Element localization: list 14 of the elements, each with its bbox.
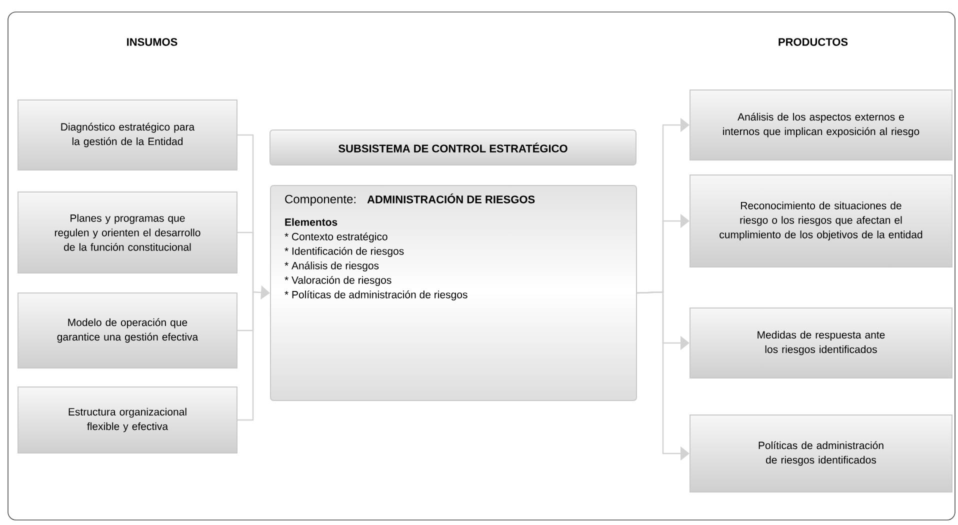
- process-box: Análisis de los aspectos externos e internos que implican exposición al riesgo: [690, 90, 953, 160]
- process-box: Políticas de administración de riesgos identificados: [690, 414, 953, 492]
- process-box: Modelo de operación que garantice una gestión efectiva: [18, 292, 238, 368]
- connector-line: [238, 232, 254, 292]
- process-box: Estructura organizacional flexible y efectiva: [18, 386, 238, 454]
- process-box: Planes y programas que regulen y orienten el desarrollo de la función constitucional: [18, 192, 238, 274]
- process-box: Diagnóstico estratégico para la gestión de la Entidad: [18, 100, 238, 170]
- connector-line: [238, 292, 254, 421]
- process-box: Reconocimiento de situaciones de riesgo o los riesgos que afectan el cumplimiento de los objetivos de la entidad: [690, 174, 953, 268]
- component-box: Componente: ADMINISTRACIÓN DE RIESGOS Elementos * Contexto estratégico * Identificación de riesgos * Análisis de riesgos * Valoración de riesgos * Políticas de administración de riesgos: [270, 185, 637, 401]
- title-box: SUBSISTEMA DE CONTROL ESTRATÉGICO: [270, 130, 636, 166]
- process-box: Medidas de respuesta ante los riesgos identificados: [690, 308, 953, 378]
- column-heading: INSUMOS: [127, 38, 178, 46]
- column-heading: PRODUCTOS: [778, 38, 848, 46]
